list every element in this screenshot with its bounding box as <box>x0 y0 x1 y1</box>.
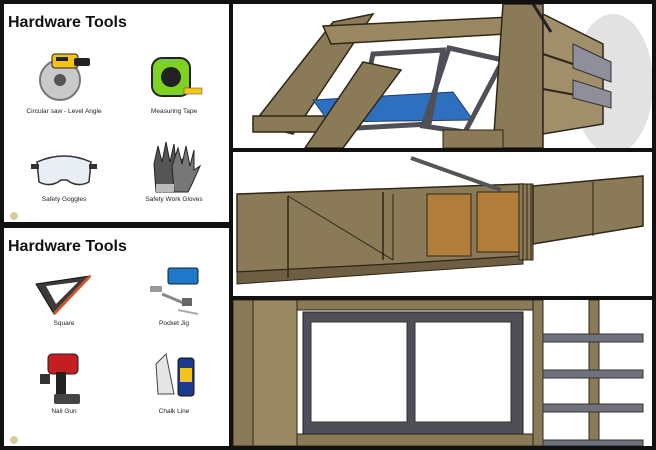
tool-label: Chalk Line <box>158 408 190 415</box>
hardware-tools-card-1: Hardware Tools Circular saw - Level Angl… <box>4 4 229 222</box>
tool-label: Square <box>53 320 75 327</box>
tool-label: Circular saw - Level Angle <box>26 108 102 115</box>
nail-gun-icon <box>40 353 80 404</box>
tool-item-pocket-jig[interactable]: Pocket Jig <box>124 264 224 327</box>
tool-label: Safety Goggles <box>41 196 87 203</box>
frame-render-image <box>233 4 652 148</box>
card-title: Hardware Tools <box>8 14 127 31</box>
hardware-tools-card-2: Hardware Tools Square Pocket Jig Nail Gu… <box>4 228 229 446</box>
pocket-jig-icon <box>150 267 199 315</box>
circular-saw-icon <box>39 53 90 101</box>
tool-label: Measuring Tape <box>150 108 198 115</box>
side-profile-render-image <box>233 152 652 296</box>
tool-label: Pocket Jig <box>159 320 189 327</box>
cad-render-frame-angled <box>233 4 652 148</box>
work-gloves-icon <box>153 141 202 193</box>
tool-item-chalk-line[interactable]: Chalk Line <box>124 350 224 415</box>
tool-item-safety-goggles[interactable]: Safety Goggles <box>14 144 114 203</box>
speed-square-icon <box>35 274 92 316</box>
card-title: Hardware Tools <box>8 238 127 255</box>
tool-label: Safety Work Gloves <box>145 196 203 203</box>
tool-label: Nail Gun <box>51 408 77 415</box>
cad-render-window-closeup <box>233 300 652 446</box>
tool-item-square[interactable]: Square <box>14 270 114 327</box>
safety-goggles-icon <box>31 155 97 186</box>
chalk-line-icon <box>155 352 195 397</box>
tool-item-measuring-tape[interactable]: Measuring Tape <box>124 48 224 115</box>
logo-icon <box>10 436 18 444</box>
measuring-tape-icon <box>151 57 203 97</box>
window-closeup-render-image <box>233 300 652 446</box>
tool-item-work-gloves[interactable]: Safety Work Gloves <box>124 138 224 203</box>
tool-item-nail-gun[interactable]: Nail Gun <box>14 350 114 415</box>
tool-item-circular-saw[interactable]: Circular saw - Level Angle <box>14 48 114 115</box>
cad-render-side-profile <box>233 152 652 296</box>
logo-icon <box>10 212 18 220</box>
